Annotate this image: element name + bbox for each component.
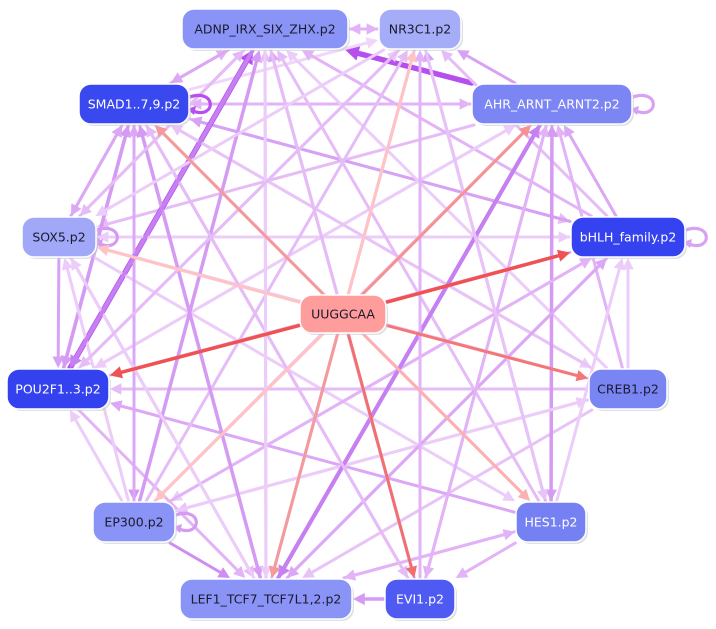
edge-ahr-to-nr3c1 bbox=[456, 50, 517, 85]
edge-bhlh-to-nr3c1 bbox=[441, 50, 609, 218]
edge-ahr-to-adnp bbox=[345, 46, 475, 86]
node-evi1-label: EVI1.p2 bbox=[396, 592, 444, 607]
edge-ep300-to-lef1 bbox=[168, 541, 230, 578]
edge-creb1-to-adnp bbox=[286, 50, 609, 370]
edge-ep300-to-smad bbox=[128, 125, 140, 503]
edge-sox5-to-smad bbox=[69, 125, 123, 218]
edge-creb1-to-lef1 bbox=[302, 408, 594, 578]
node-pou2f1[interactable]: POU2F1..3.p2 bbox=[6, 368, 111, 411]
node-sox5[interactable]: SOX5.p2 bbox=[21, 216, 98, 259]
node-nr3c1-label: NR3C1.p2 bbox=[389, 22, 452, 37]
node-adnp-label: ADNP_IRX_SIX_ZHX.p2 bbox=[194, 22, 335, 37]
edge-center-to-hes1 bbox=[361, 332, 530, 501]
edge-evi1-to-nr3c1 bbox=[414, 50, 426, 580]
edge-center-to-evi1 bbox=[346, 332, 417, 578]
center-node-label: UUGGCAA bbox=[311, 307, 375, 322]
node-hes1-label: HES1.p2 bbox=[524, 515, 577, 530]
edge-evi1-to-ahr bbox=[424, 125, 550, 580]
node-ahr[interactable]: AHR_ARNT_ARNT2.p2 bbox=[471, 83, 634, 126]
center-node[interactable]: UUGGCAA bbox=[299, 294, 388, 335]
edge-bhlh-to-ahr bbox=[564, 125, 618, 218]
node-hes1[interactable]: HES1.p2 bbox=[515, 501, 588, 544]
edge-center-to-bhlh bbox=[385, 249, 570, 304]
edge-adnp-to-lef1 bbox=[260, 48, 272, 578]
edge-center-to-lef1 bbox=[269, 332, 340, 578]
edge-sox5-to-hes1 bbox=[93, 256, 515, 502]
edge-bhlh-to-smad bbox=[190, 116, 572, 223]
edge-center-to-pou2f1 bbox=[110, 323, 301, 379]
edge-creb1-to-bhlh bbox=[622, 258, 634, 370]
node-sox5-label: SOX5.p2 bbox=[32, 230, 85, 245]
node-lef1[interactable]: LEF1_TCF7_TCF7L1,2.p2 bbox=[179, 578, 354, 621]
edge-creb1-to-smad bbox=[170, 125, 594, 370]
edge-pou2f1-to-lef1 bbox=[77, 408, 246, 578]
edge-hes1-to-bhlh bbox=[555, 258, 625, 503]
edge-ep300-to-pou2f1 bbox=[70, 410, 124, 503]
edge-nr3c1-to-pou2f1 bbox=[79, 48, 401, 368]
edge-center-to-ep300 bbox=[155, 332, 325, 501]
edge-nr3c1-to-adnp bbox=[349, 23, 380, 35]
node-ahr-label: AHR_ARNT_ARNT2.p2 bbox=[484, 97, 619, 112]
node-adnp[interactable]: ADNP_IRX_SIX_ZHX.p2 bbox=[181, 8, 350, 51]
node-bhlh[interactable]: bHLH_family.p2 bbox=[570, 216, 687, 259]
node-creb1[interactable]: CREB1.p2 bbox=[588, 368, 669, 411]
edge-lef1-to-ahr bbox=[276, 125, 540, 580]
edge-ep300-to-nr3c1 bbox=[144, 50, 408, 503]
edge-ep300-to-bhlh bbox=[168, 258, 592, 503]
edge-sox5-to-bhlh bbox=[95, 231, 570, 243]
edge-nr3c1-to-hes1 bbox=[424, 48, 549, 501]
node-nr3c1[interactable]: NR3C1.p2 bbox=[378, 8, 463, 51]
node-smad-label: SMAD1..7,9.p2 bbox=[88, 97, 181, 112]
edge-center-to-ahr bbox=[361, 125, 532, 296]
edge-center-to-creb1 bbox=[385, 324, 588, 382]
node-lef1-label: LEF1_TCF7_TCF7L1,2.p2 bbox=[191, 592, 342, 607]
edge-ep300-to-creb1 bbox=[174, 397, 588, 513]
node-layer: ADNP_IRX_SIX_ZHX.p2 NR3C1.p2SMAD1..7,9.p2… bbox=[6, 8, 687, 621]
edge-adnp-to-smad bbox=[170, 48, 230, 83]
node-creb1-label: CREB1.p2 bbox=[597, 382, 659, 397]
node-bhlh-label: bHLH_family.p2 bbox=[580, 230, 677, 245]
edge-lef1-to-hes1 bbox=[342, 529, 515, 580]
node-smad[interactable]: SMAD1..7,9.p2 bbox=[78, 83, 191, 126]
self-loop-layer bbox=[93, 94, 708, 533]
edge-adnp-to-pou2f1 bbox=[70, 48, 255, 368]
edge-lef1-to-bhlh bbox=[285, 258, 607, 580]
edge-hes1-to-evi1 bbox=[455, 541, 517, 578]
node-evi1[interactable]: EVI1.p2 bbox=[384, 578, 457, 621]
center-edge-layer bbox=[97, 50, 588, 578]
edge-layer bbox=[52, 23, 634, 606]
node-ep300[interactable]: EP300.p2 bbox=[92, 501, 177, 544]
node-pou2f1-label: POU2F1..3.p2 bbox=[15, 382, 100, 397]
edge-center-to-sox5 bbox=[97, 244, 301, 304]
edge-sox5-to-pou2f1 bbox=[52, 256, 65, 368]
edge-ahr-to-smad bbox=[190, 98, 473, 110]
edge-evi1-to-smad bbox=[146, 125, 410, 580]
edge-center-to-smad bbox=[154, 125, 325, 296]
edge-nr3c1-to-sox5 bbox=[95, 48, 386, 216]
edge-pou2f1-to-ahr bbox=[92, 125, 516, 370]
edge-evi1-to-lef1 bbox=[353, 592, 386, 606]
edge-hes1-to-adnp bbox=[277, 50, 541, 503]
edge-creb1-to-pou2f1 bbox=[110, 383, 590, 395]
edge-lef1-to-sox5 bbox=[71, 258, 256, 580]
node-ep300-label: EP300.p2 bbox=[104, 515, 163, 530]
edge-center-to-nr3c1 bbox=[346, 50, 417, 296]
edge-hes1-to-ahr bbox=[545, 125, 559, 503]
edge-bhlh-to-adnp bbox=[301, 50, 593, 218]
